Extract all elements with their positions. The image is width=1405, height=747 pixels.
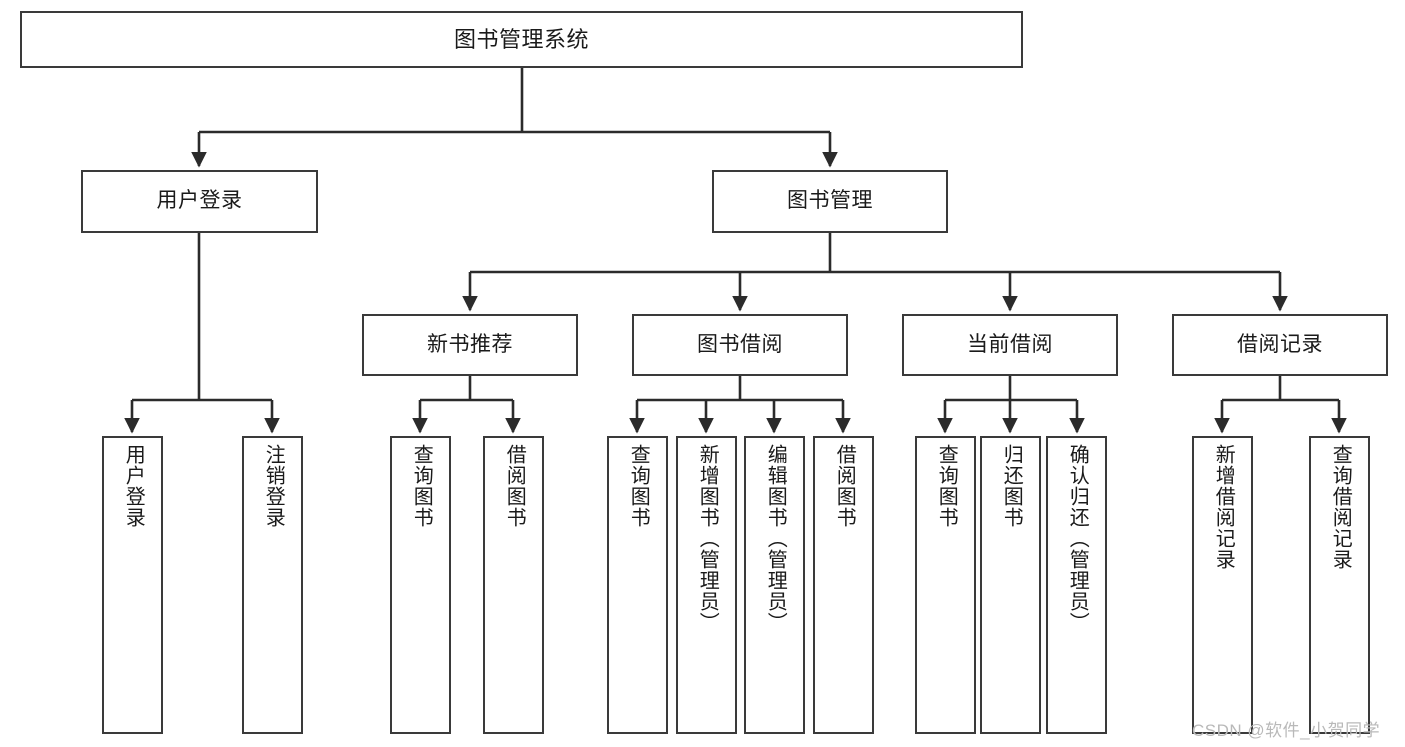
node-leaf-borrow-book-b-label: 借阅图书 [833,444,856,528]
csdn-watermark: CSDN @软件_小贺同学 [1192,721,1381,740]
node-book-manage-label: 图书管理 [787,189,873,213]
node-leaf-query-book-b-label: 查询图书 [627,444,650,528]
node-leaf-query-book-a-label: 查询图书 [410,444,433,528]
node-root-label: 图书管理系统 [453,26,589,52]
node-user-login[interactable]: 用户登录 [81,170,318,233]
node-current-borrow[interactable]: 当前借阅 [902,314,1118,376]
node-leaf-add-record[interactable]: 新增借阅记录 [1192,436,1253,734]
node-leaf-add-book[interactable]: 新增图书（管理员） [676,436,737,734]
node-borrow-record-label: 借阅记录 [1237,332,1323,356]
node-leaf-confirm-return-label: 确认归还（管理员） [1066,444,1089,633]
node-leaf-return-book[interactable]: 归还图书 [980,436,1041,734]
node-leaf-return-book-label: 归还图书 [1000,444,1023,528]
node-leaf-query-record[interactable]: 查询借阅记录 [1309,436,1370,734]
node-root[interactable]: 图书管理系统 [20,11,1023,68]
node-leaf-edit-book[interactable]: 编辑图书（管理员） [744,436,805,734]
node-new-book-recommend[interactable]: 新书推荐 [362,314,578,376]
node-borrow-record[interactable]: 借阅记录 [1172,314,1388,376]
node-leaf-add-record-label: 新增借阅记录 [1212,444,1235,570]
node-current-borrow-label: 当前借阅 [967,332,1053,356]
node-leaf-borrow-book-a[interactable]: 借阅图书 [483,436,544,734]
node-leaf-query-book-a[interactable]: 查询图书 [390,436,451,734]
node-book-manage[interactable]: 图书管理 [712,170,948,233]
node-new-book-recommend-label: 新书推荐 [427,332,513,356]
node-user-login-label: 用户登录 [156,189,243,213]
node-leaf-edit-book-label: 编辑图书（管理员） [764,444,787,633]
node-leaf-user-login[interactable]: 用户登录 [102,436,163,734]
node-leaf-query-record-label: 查询借阅记录 [1329,444,1352,570]
node-leaf-logout-label: 注销登录 [262,444,285,528]
node-leaf-borrow-book-a-label: 借阅图书 [503,444,526,528]
node-leaf-query-book-c-label: 查询图书 [935,444,958,528]
node-leaf-user-login-label: 用户登录 [122,444,145,528]
node-book-borrow[interactable]: 图书借阅 [632,314,848,376]
node-leaf-confirm-return[interactable]: 确认归还（管理员） [1046,436,1107,734]
node-leaf-borrow-book-b[interactable]: 借阅图书 [813,436,874,734]
node-book-borrow-label: 图书借阅 [697,332,783,356]
node-leaf-query-book-b[interactable]: 查询图书 [607,436,668,734]
node-leaf-query-book-c[interactable]: 查询图书 [915,436,976,734]
node-leaf-logout[interactable]: 注销登录 [242,436,303,734]
node-leaf-add-book-label: 新增图书（管理员） [696,444,719,633]
